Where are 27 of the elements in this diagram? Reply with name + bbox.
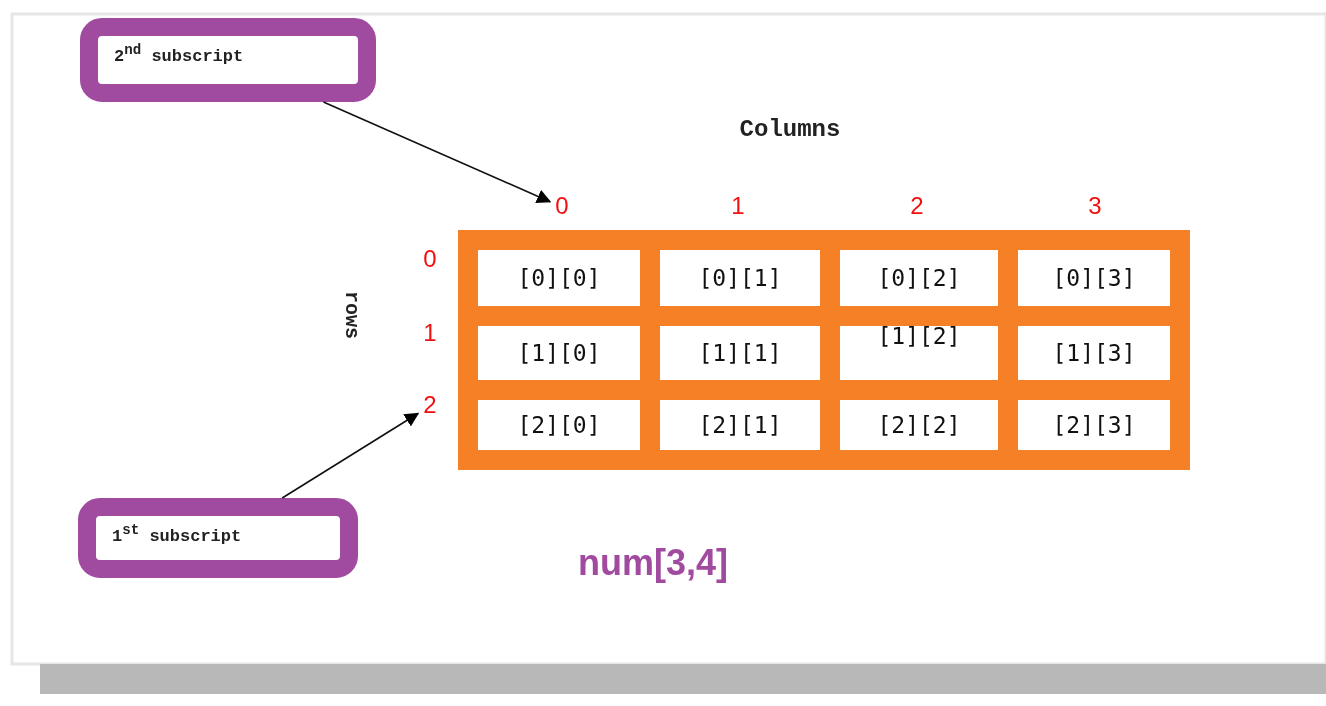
array-cell: [2][1] [660, 400, 820, 450]
array-cell: [2][3] [1018, 400, 1170, 450]
heading: Columns [738, 116, 842, 145]
callout-box: 1$^{st}$ subscript [78, 498, 358, 578]
array-cell: [2][2] [840, 400, 998, 450]
index-number: 2 [418, 392, 442, 420]
array-cell: [1][0] [478, 326, 640, 380]
array-declaration: num[3,4] [578, 542, 729, 585]
array-cell: [0][0] [478, 250, 640, 306]
row-number: 0 [422, 246, 438, 274]
column-number: 3 [1087, 193, 1103, 221]
column-number: 1 [730, 193, 746, 221]
callout-box: 2$^{nd}$ subscript [80, 18, 376, 102]
array-cell: [0][1] [660, 250, 820, 306]
array-cell: [1][1] [660, 326, 820, 380]
arrow [281, 412, 420, 499]
array-cell: [0][3] [1018, 250, 1170, 306]
array-cell: [0][2] [840, 250, 998, 306]
row-number: 1 [422, 320, 438, 348]
arrow [322, 101, 552, 204]
array-grid [458, 230, 1190, 470]
column-number: 2 [909, 193, 925, 221]
index-number: 0 [550, 193, 574, 221]
array-cell: [1][3] [1018, 326, 1170, 380]
array-cell: [1][2] [840, 326, 998, 380]
axis-label: rows [339, 290, 363, 341]
array-cell: [2][0] [478, 400, 640, 450]
